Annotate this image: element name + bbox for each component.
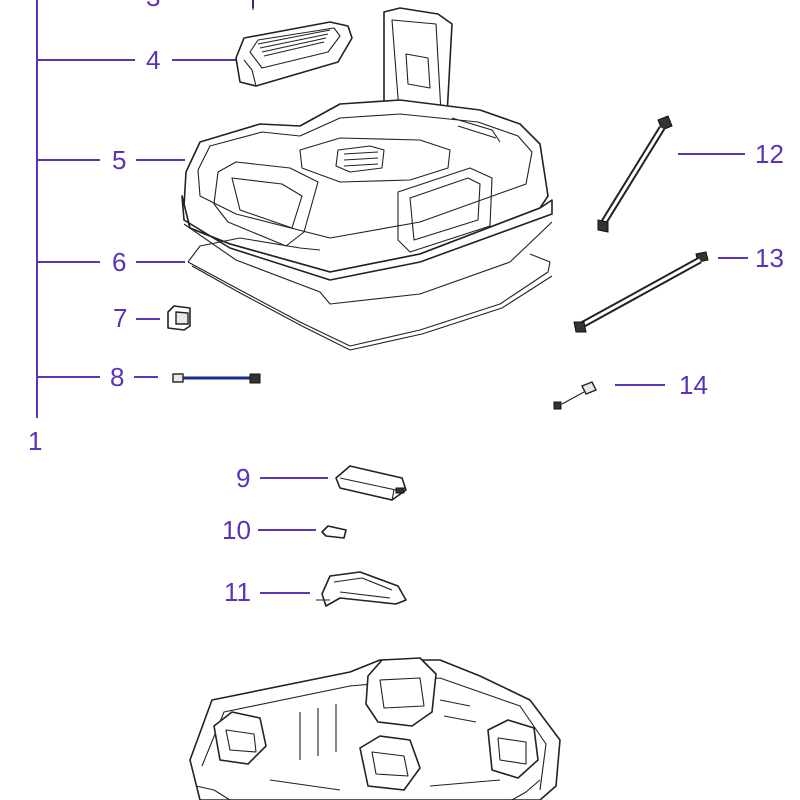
lower-chassis bbox=[189, 657, 561, 800]
callouts: 1 3 4 5 6 7 8 9 10 11 12 13 14 bbox=[28, 0, 784, 607]
part-13-harness bbox=[573, 251, 709, 333]
callout-1: 1 bbox=[28, 426, 42, 456]
callout-14: 14 bbox=[679, 370, 708, 400]
callout-5: 5 bbox=[112, 145, 126, 175]
part-7-clip bbox=[167, 305, 191, 331]
callout-10: 10 bbox=[222, 515, 251, 545]
part-4-handle bbox=[235, 21, 353, 87]
callout-8: 8 bbox=[110, 362, 124, 392]
part-8-cable bbox=[172, 373, 261, 384]
callout-9: 9 bbox=[236, 463, 250, 493]
part-11-bracket bbox=[316, 571, 407, 607]
part-5-upper-housing bbox=[181, 7, 553, 305]
part-9-board bbox=[335, 465, 407, 501]
callout-12: 12 bbox=[755, 139, 784, 169]
part-12-harness bbox=[597, 115, 673, 233]
callout-6: 6 bbox=[112, 247, 126, 277]
callout-13: 13 bbox=[755, 243, 784, 273]
callout-7: 7 bbox=[113, 303, 127, 333]
part-14-sensor-lead bbox=[553, 381, 597, 410]
callout-4: 4 bbox=[146, 45, 160, 75]
part-6-gasket bbox=[187, 237, 553, 351]
callout-11: 11 bbox=[224, 577, 251, 607]
callout-3: 3 bbox=[146, 0, 160, 12]
part-10-chip bbox=[321, 525, 347, 539]
